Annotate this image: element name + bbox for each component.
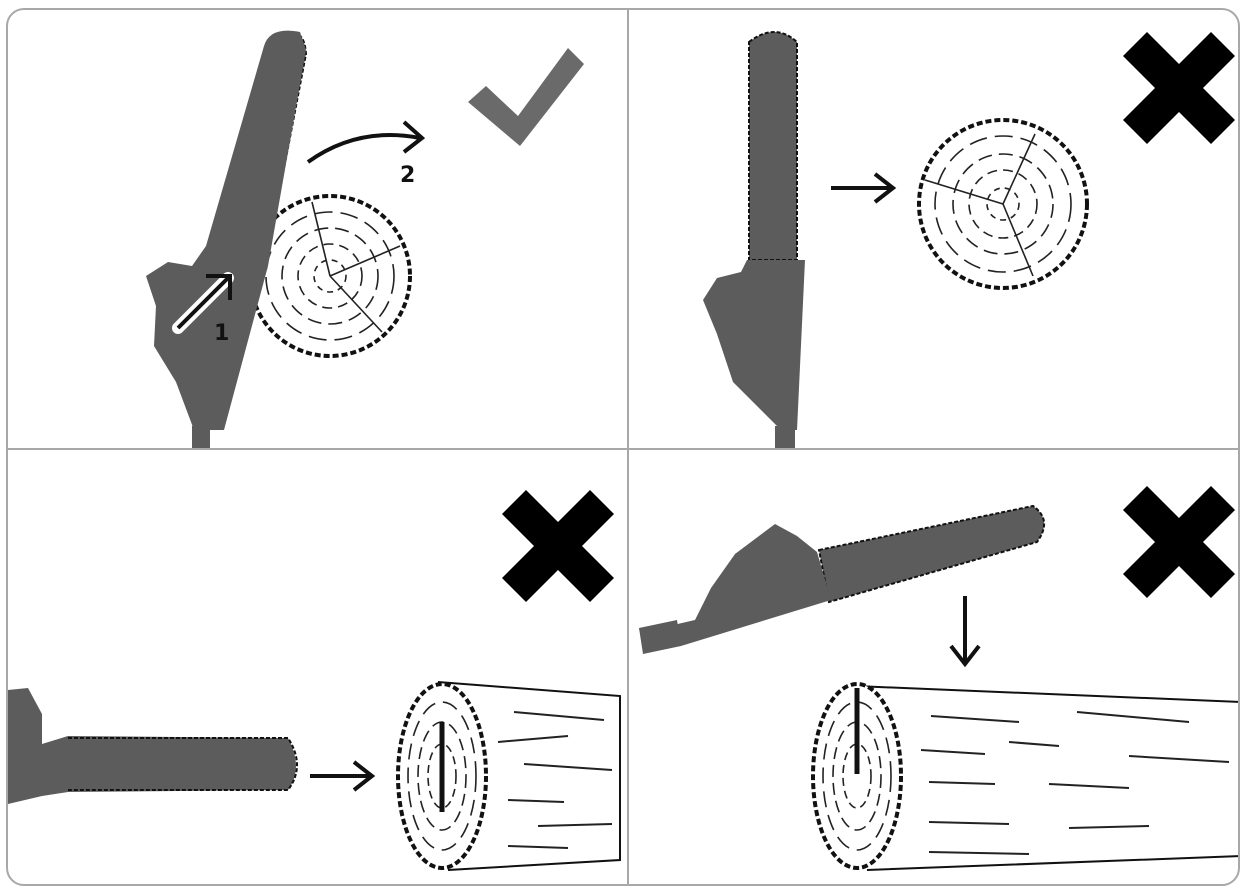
panel-divider-horizontal [8, 448, 1238, 450]
illustration-frame: 1 2 [6, 8, 1240, 886]
panel-correct-technique: 1 2 [8, 10, 627, 448]
panel-wrong-end-bore [8, 450, 627, 884]
arrow [949, 596, 981, 668]
cross-icon [1123, 486, 1235, 598]
log [396, 681, 621, 871]
cross-icon [502, 490, 614, 602]
arrow [310, 760, 376, 792]
arrow-step-2: 2 [306, 120, 426, 188]
panel-wrong-side-tip [629, 10, 1238, 448]
arrow [831, 172, 897, 204]
cross-icon [1123, 32, 1235, 144]
panel-wrong-top-down [629, 450, 1238, 884]
panel-divider-vertical [627, 10, 629, 884]
chainsaw [146, 30, 308, 448]
log-end [917, 118, 1089, 290]
chainsaw [703, 31, 805, 448]
step-1-label: 1 [214, 321, 229, 346]
arrow-step-1: 1 [172, 272, 234, 346]
chainsaw [639, 504, 1045, 654]
checkmark-icon [468, 48, 584, 146]
step-2-label: 2 [400, 163, 415, 188]
log-end [248, 194, 412, 358]
log [811, 682, 1238, 871]
chainsaw [8, 688, 298, 804]
